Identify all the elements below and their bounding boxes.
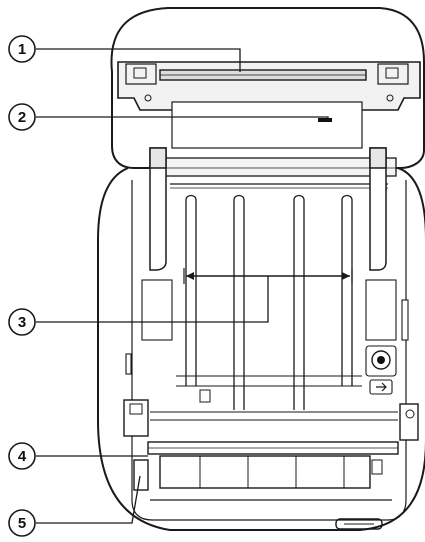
- right-side-panel: [365, 279, 397, 341]
- callout-3: 3: [8, 308, 36, 336]
- arrow-tag: [369, 379, 393, 395]
- base-outer-shell: [97, 167, 425, 531]
- top-cover: [110, 7, 425, 169]
- guide-channel-3: [293, 200, 305, 410]
- left-side-panel: [141, 279, 173, 341]
- leader-1: [36, 48, 241, 72]
- guide-channel-1: [185, 200, 197, 386]
- leader-2: [36, 116, 329, 120]
- media-guides: [176, 194, 362, 410]
- leader-5: [36, 475, 141, 524]
- roll-holders: [149, 147, 387, 271]
- upper-roller: [159, 157, 397, 177]
- front-assembly: [123, 399, 419, 491]
- callout-leaders: [36, 48, 329, 524]
- lower-sensor: [133, 459, 149, 491]
- base-inner-wall: [131, 180, 407, 521]
- right-front-block: [399, 403, 419, 441]
- left-roll-holder: [149, 147, 167, 271]
- callout-3-label: 3: [18, 314, 26, 331]
- callout-2-label: 2: [18, 109, 26, 126]
- right-roll-holder: [369, 147, 387, 271]
- bottom-catch: [335, 518, 383, 530]
- callout-5-label: 5: [18, 515, 26, 532]
- guide-channel-4: [341, 200, 353, 386]
- guide-channel-2: [233, 200, 245, 410]
- printer-base: [97, 167, 425, 531]
- left-front-block: [123, 399, 149, 437]
- callout-1: 1: [8, 35, 36, 63]
- connector-port: [371, 350, 391, 370]
- right-latch: [377, 63, 409, 85]
- leader-3: [36, 276, 269, 323]
- callout-4: 4: [8, 442, 36, 470]
- arrow-tag-icon: [376, 382, 387, 392]
- right-slot: [401, 299, 409, 341]
- cover-sensor-panel: [171, 101, 363, 149]
- roller-area: [159, 157, 397, 189]
- callout-5: 5: [8, 509, 36, 537]
- callout-2: 2: [8, 103, 36, 131]
- side-details: [125, 279, 409, 395]
- left-latch: [125, 63, 157, 85]
- left-slot: [125, 353, 132, 375]
- callout-1-label: 1: [18, 41, 26, 58]
- upper-sensor: [318, 118, 332, 122]
- callout-4-label: 4: [18, 448, 27, 465]
- lower-sensor-strip: [159, 455, 371, 489]
- connector-housing: [365, 345, 397, 377]
